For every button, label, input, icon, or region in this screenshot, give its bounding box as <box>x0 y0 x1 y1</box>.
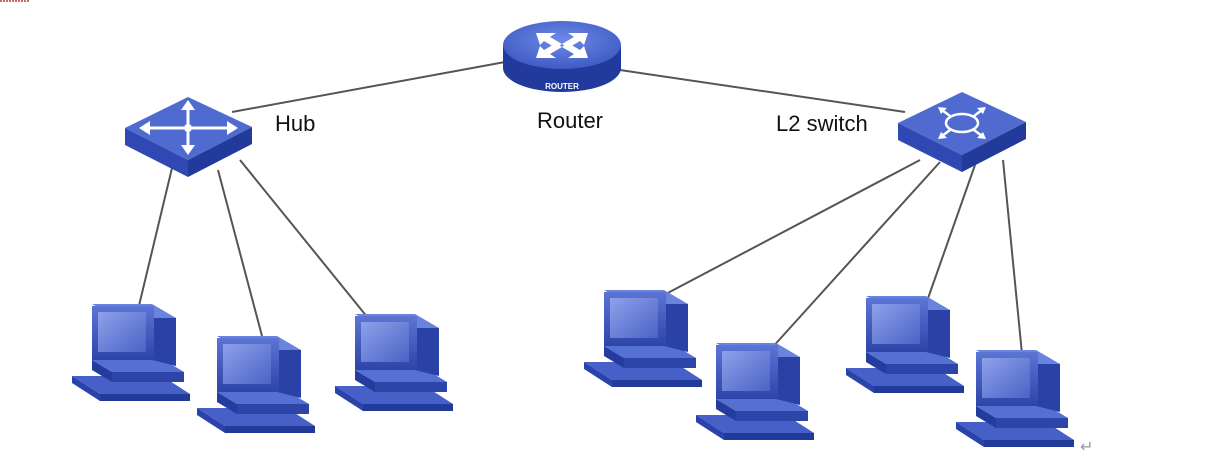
link-hub-router <box>231 61 506 113</box>
pc-icon-4 <box>584 290 702 387</box>
pc-icon-2 <box>197 336 315 433</box>
pc-icon-1 <box>72 304 190 401</box>
links <box>136 61 1023 355</box>
link-hub-pc1 <box>136 167 173 315</box>
pc-icon-5 <box>696 343 814 440</box>
link-hub-pc3 <box>239 159 369 319</box>
pc-icon-3 <box>335 314 453 411</box>
paragraph-mark: ↵ <box>1080 437 1093 456</box>
pc-icon-6 <box>846 296 964 393</box>
router-icon: ROUTER <box>503 21 621 92</box>
link-switch-pc6 <box>925 164 976 305</box>
pc-icon-7 <box>956 350 1074 447</box>
link-router-switch <box>619 69 906 113</box>
link-switch-pc4 <box>661 159 921 297</box>
link-switch-pc5 <box>769 161 941 351</box>
router-label: Router <box>537 108 603 133</box>
switch-label: L2 switch <box>776 111 868 136</box>
link-switch-pc7 <box>1002 159 1023 355</box>
router-badge: ROUTER <box>545 82 579 91</box>
switch-icon <box>898 92 1026 172</box>
hub-label: Hub <box>275 111 315 136</box>
hub-icon <box>125 97 252 177</box>
link-hub-pc2 <box>217 169 263 337</box>
